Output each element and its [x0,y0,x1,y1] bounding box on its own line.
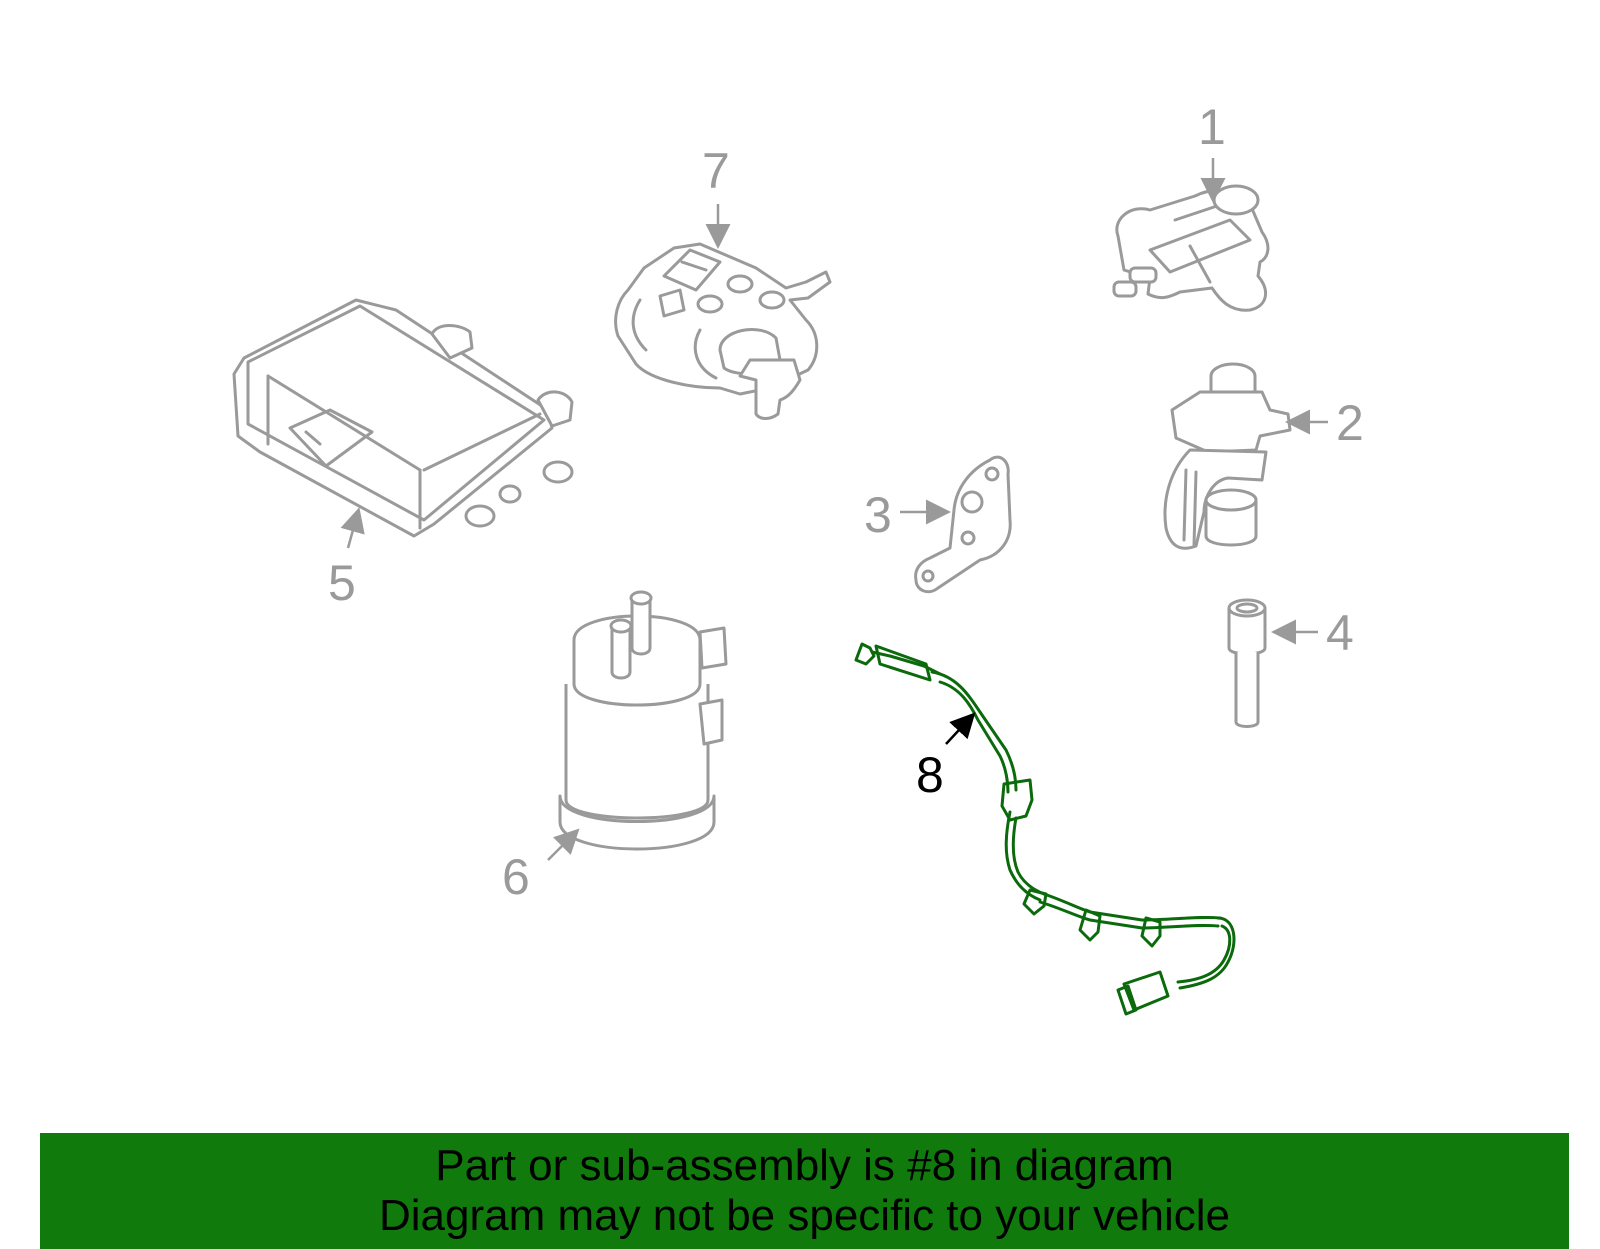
callout-1: 1 [1198,99,1226,155]
part-5-canister [232,298,574,538]
part-8-sensor-harness [854,642,1236,1016]
callout-3: 3 [864,487,892,543]
callout-5: 5 [328,555,356,611]
banner-line-disclaimer: Diagram may not be specific to your vehi… [378,1191,1231,1240]
part-2-valve [1163,362,1292,550]
callout-8: 8 [916,747,944,803]
banner-line-part: Part or sub-assembly is #8 in diagram [435,1141,1174,1190]
info-banner: Part or sub-assembly is #8 in diagram Di… [40,1133,1569,1249]
part-4-fitting [1227,598,1267,728]
callout-6: 6 [502,849,530,905]
callout-2: 2 [1336,395,1364,451]
part-6-filter [558,590,728,851]
part-3-gasket [914,455,1012,594]
callout-7: 7 [702,143,730,199]
part-7-pump [614,242,832,420]
callout-4: 4 [1326,605,1354,661]
callout-leaders [340,158,1328,861]
part-1-valve [1112,184,1270,312]
